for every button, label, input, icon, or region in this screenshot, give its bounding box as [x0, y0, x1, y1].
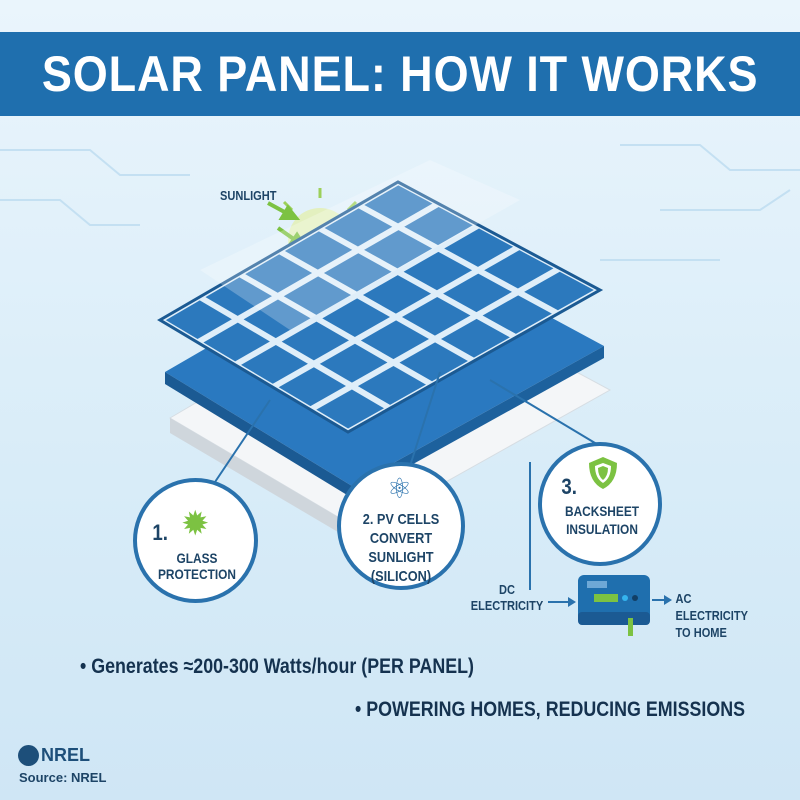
ac-electricity-label: AC ELECTRICITY TO HOME — [675, 591, 748, 640]
step-label: GLASS PROTECTION — [157, 550, 237, 582]
pv-cell — [404, 206, 473, 246]
page-title: SOLAR PANEL: HOW IT WORKS — [41, 46, 759, 102]
pv-cell — [245, 254, 313, 293]
pv-cell — [524, 271, 594, 311]
step-2-pv-cells: ⚛ 2. PV CELLS CONVERT SUNLIGHT (SILICON) — [337, 462, 465, 590]
step-label: BACKSHEET INSULATION — [564, 503, 640, 537]
pv-cell — [205, 277, 272, 316]
pv-cell — [403, 251, 473, 291]
pv-cell — [241, 344, 308, 384]
bullet-2: • POWERING HOMES, REDUCING EMISSIONS — [355, 698, 746, 721]
circuit-decoration — [0, 144, 800, 261]
pv-cell — [243, 299, 311, 339]
pv-cell — [283, 276, 352, 315]
pv-cell — [484, 250, 554, 289]
sun-icon: ✹ — [181, 505, 210, 543]
pv-cell — [323, 253, 392, 292]
pv-cell — [402, 296, 471, 336]
pv-cell — [399, 342, 468, 382]
pv-cell — [357, 365, 426, 405]
step-3-backsheet: 3. BACKSHEET INSULATION — [538, 442, 662, 566]
pv-cell — [362, 275, 432, 314]
title-banner: SOLAR PANEL: HOW IT WORKS — [0, 32, 800, 116]
pv-cell — [441, 318, 510, 358]
pv-cell — [165, 300, 232, 339]
step-label: 2. PV CELLS CONVERT SUNLIGHT (SILICON) — [362, 511, 440, 585]
pv-cell — [203, 322, 270, 362]
dc-electricity-label: DC ELECTRICITY — [470, 582, 544, 613]
nrel-sunburst-icon — [18, 745, 39, 766]
step-number: 1. — [152, 520, 168, 545]
pv-cell-grid — [157, 180, 604, 434]
bullet-1: • Generates ≈200-300 Watts/hour (PER PAN… — [80, 655, 474, 678]
pv-cell — [278, 367, 346, 407]
pv-cell — [324, 208, 393, 247]
source-label: Source: NREL — [19, 770, 107, 785]
step-number: 3. — [561, 474, 577, 499]
pv-cell — [443, 273, 512, 313]
leader-lines — [214, 371, 668, 603]
inverter-icon — [578, 575, 650, 636]
pv-cell — [284, 231, 353, 270]
pv-cell — [482, 295, 552, 334]
pv-cell — [360, 320, 429, 360]
pv-cell — [319, 343, 388, 383]
pv-cell — [281, 321, 349, 361]
sunlight-label: SUNLIGHT — [219, 188, 277, 203]
shield-icon — [589, 457, 617, 489]
pv-cell — [322, 298, 391, 337]
pv-cell — [316, 389, 385, 429]
atom-icon: ⚛ — [387, 473, 413, 504]
pv-cell — [364, 230, 433, 269]
pv-cell — [364, 185, 433, 224]
pv-cell — [444, 228, 514, 267]
nrel-logo: NREL — [18, 745, 90, 766]
step-1-glass: 1. ✹ GLASS PROTECTION — [133, 478, 258, 603]
glass-layer — [200, 160, 520, 330]
